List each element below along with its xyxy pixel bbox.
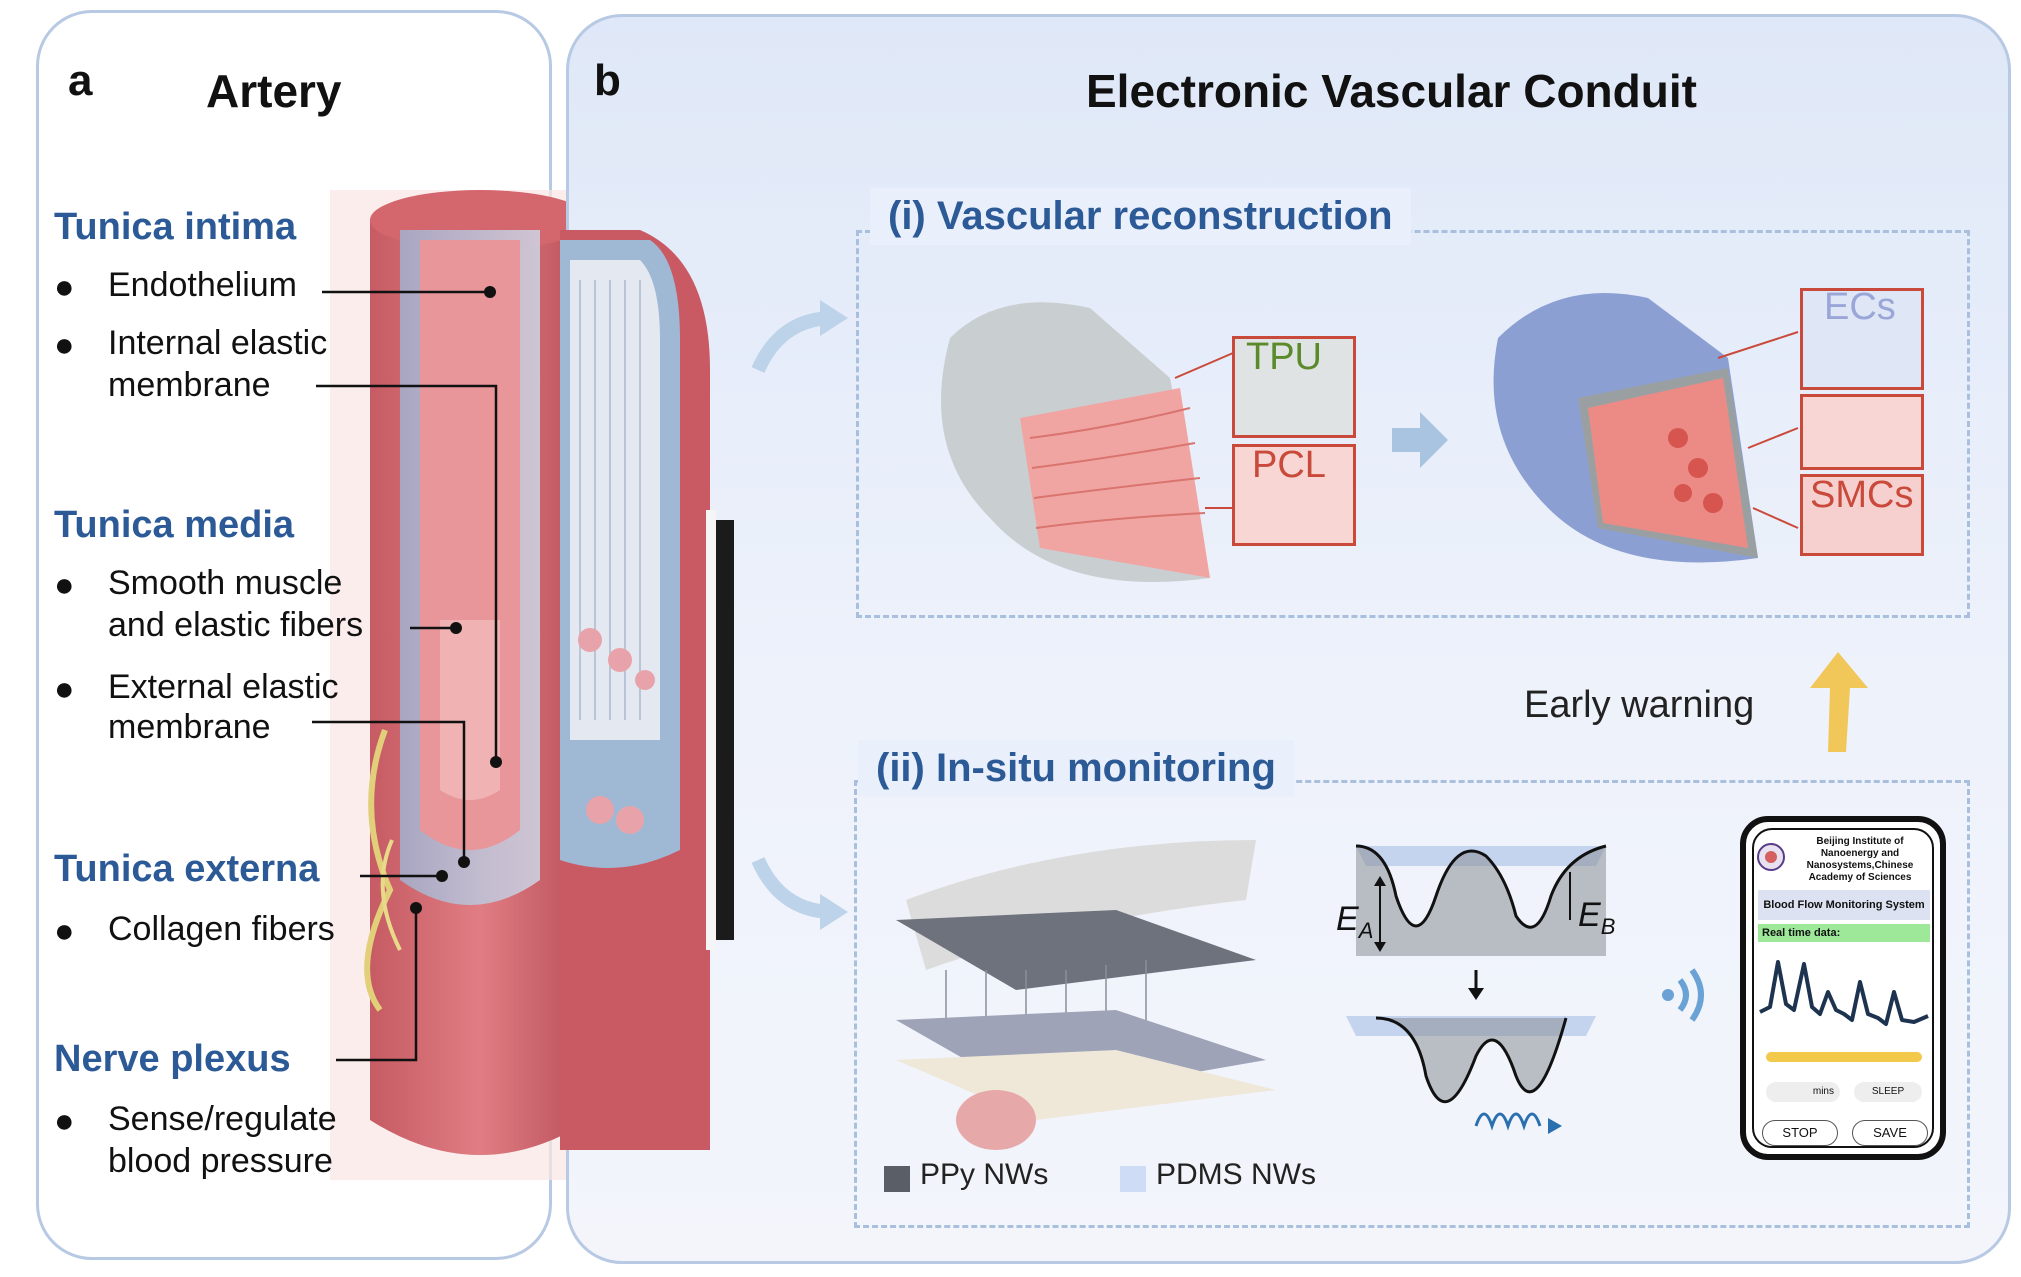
energy-well-diagram — [1346, 844, 1607, 1134]
institute-line: Nanoenergy and — [1820, 848, 1900, 859]
waveform-plot — [1759, 960, 1929, 1026]
legend-label-ppy: PPy NWs — [920, 1158, 1049, 1191]
system-title: Blood Flow Monitoring System — [1758, 890, 1930, 920]
arrow-up-icon — [1810, 652, 1868, 752]
label-pcl: PCL — [1252, 444, 1326, 486]
realtime-label: Real time data: — [1758, 924, 1930, 942]
item-external-elastic-line2: membrane — [108, 708, 271, 746]
arrow-down-right-icon — [751, 857, 848, 930]
panel-b-letter: b — [594, 56, 621, 105]
label-smcs: SMCs — [1810, 474, 1914, 516]
stop-button[interactable]: STOP — [1762, 1120, 1838, 1146]
energy-label-eb: EB — [1578, 896, 1616, 939]
pcl-box — [1232, 444, 1356, 546]
item-smooth-muscle-line2: and elastic fibers — [108, 606, 364, 644]
sleep-button[interactable]: SLEEP — [1854, 1082, 1922, 1102]
scaffold-illustration — [941, 302, 1241, 582]
legend-swatch-ppy — [884, 1166, 910, 1192]
section-i-title: (i) Vascular reconstruction — [870, 188, 1411, 245]
item-endothelium: Endothelium — [108, 266, 298, 304]
legend-swatch-pdms — [1120, 1166, 1146, 1192]
heading-tunica-intima: Tunica intima — [54, 206, 297, 248]
tpu-box — [1232, 336, 1356, 438]
early-warning-label: Early warning — [1524, 684, 1755, 726]
label-ecs: ECs — [1824, 286, 1896, 328]
energy-label-ea: EA — [1336, 900, 1374, 943]
legend-label-pdms: PDMS NWs — [1156, 1158, 1316, 1191]
bullet: ● — [54, 670, 75, 708]
arrow-up-right-icon — [751, 300, 848, 373]
institute-logo-icon — [1757, 843, 1785, 871]
item-sense-line1: Sense/regulate — [108, 1100, 337, 1138]
label-tpu: TPU — [1246, 336, 1322, 378]
section-ii-title: (ii) In-situ monitoring — [858, 740, 1294, 797]
item-collagen-fibers: Collagen fibers — [108, 910, 335, 948]
wireless-signal-icon — [1662, 968, 1704, 1022]
bullet: ● — [54, 912, 75, 950]
item-internal-elastic-line2: membrane — [108, 366, 271, 404]
item-internal-elastic-line1: Internal elastic — [108, 324, 328, 362]
conduit-illustration — [560, 230, 734, 1150]
item-external-elastic-line1: External elastic — [108, 668, 339, 706]
heading-nerve-plexus: Nerve plexus — [54, 1038, 291, 1080]
panel-a-title: Artery — [206, 65, 342, 117]
artery-illustration — [330, 190, 590, 1180]
bullet: ● — [54, 268, 75, 306]
section-i-box — [856, 230, 1970, 618]
institute-line: Academy of Sciences — [1808, 872, 1912, 883]
heading-tunica-media: Tunica media — [54, 504, 295, 546]
panel-b-title: Electronic Vascular Conduit — [1086, 65, 1697, 117]
bullet: ● — [54, 1102, 75, 1140]
mins-input[interactable]: mins — [1766, 1082, 1840, 1102]
smcs-box — [1800, 474, 1924, 556]
section-ii-box — [854, 780, 1970, 1228]
arrow-right-icon — [1392, 412, 1448, 468]
heading-tunica-externa: Tunica externa — [54, 848, 320, 890]
reconstructed-vessel-illustration — [1493, 293, 1799, 563]
ecs-box — [1800, 288, 1924, 390]
bullet: ● — [54, 326, 75, 364]
progress-bar — [1766, 1052, 1922, 1062]
save-button[interactable]: SAVE — [1852, 1120, 1928, 1146]
panel-a-letter: a — [68, 56, 93, 105]
fiber-box — [1800, 394, 1924, 470]
institute-name: Beijing Institute of Nanoenergy and Nano… — [1790, 836, 1930, 884]
institute-line: Beijing Institute of — [1816, 836, 1904, 847]
sensor-stack-illustration — [896, 840, 1276, 1150]
item-sense-line2: blood pressure — [108, 1142, 333, 1180]
bullet: ● — [54, 566, 75, 604]
item-smooth-muscle-line1: Smooth muscle — [108, 564, 343, 602]
institute-line: Nanosystems,Chinese — [1806, 860, 1914, 871]
leader-lines — [312, 286, 502, 1062]
